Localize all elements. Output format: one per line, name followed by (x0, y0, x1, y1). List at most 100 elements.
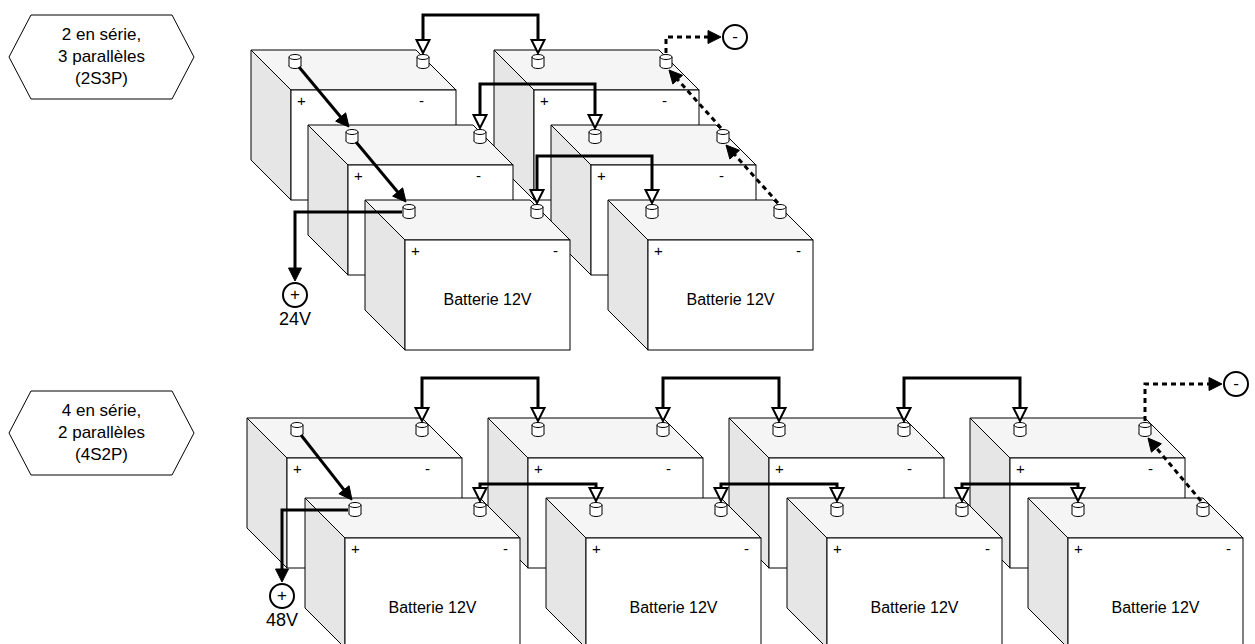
text-slot: - (1223, 371, 1249, 396)
configuration-badge: 4 en série, 2 parallèles (4S2P) (8, 390, 195, 476)
circle-outline (1224, 372, 1248, 396)
terminal-top (773, 423, 785, 428)
wire-line (1145, 384, 1211, 421)
wire-connector (657, 378, 786, 421)
text-slot: - (985, 540, 990, 557)
battery: + - Batterie 12V (545, 497, 762, 644)
text-slot: + (1016, 460, 1025, 477)
polarity-sign: + (293, 460, 302, 477)
wire-line (423, 15, 538, 41)
text-slot: + (411, 242, 420, 259)
terminal-top (1072, 503, 1084, 508)
polarity-sign: + (654, 242, 663, 259)
polarity-sign: - (907, 460, 912, 477)
circle-outline (270, 584, 294, 608)
polarity-sign: - (722, 24, 748, 49)
polarity-sign: + (592, 540, 601, 557)
wire-connector (416, 378, 545, 421)
configuration-badge: 2 en série, 3 parallèles (2S3P) (8, 14, 195, 100)
battery-top (1028, 498, 1243, 538)
arrow-head (276, 569, 289, 582)
text-slot: + (351, 540, 360, 557)
terminal-top (590, 503, 602, 508)
polarity-sign: - (476, 167, 481, 184)
wire-line (666, 37, 710, 53)
text-slot: Batterie 12V (648, 290, 813, 310)
battery-front (1068, 538, 1243, 644)
terminal-top (532, 55, 544, 60)
terminal-top (403, 205, 415, 210)
battery-label: Batterie 12V (586, 598, 761, 618)
battery-top (365, 200, 570, 240)
text-slot: + (597, 167, 606, 184)
terminal-top (1014, 423, 1026, 428)
text-slot: Batterie 12V (1068, 598, 1243, 618)
terminal-top (956, 503, 968, 508)
battery-top (970, 418, 1185, 458)
text-slot: - (666, 460, 671, 477)
text-slot: - (722, 24, 748, 49)
polarity-sign: - (719, 167, 724, 184)
polarity-sign: + (297, 92, 306, 109)
battery-top (251, 50, 456, 90)
text-slot: 48V (239, 610, 325, 631)
battery: + - Batterie 12V (607, 199, 814, 351)
polarity-sign: + (282, 282, 308, 307)
terminal-top (1197, 503, 1209, 508)
text-slot: - (907, 460, 912, 477)
text-slot: - (662, 92, 667, 109)
terminal-top (349, 503, 361, 508)
arrow-head (708, 31, 721, 44)
text-slot: + (297, 92, 306, 109)
battery-top (608, 200, 813, 240)
polarity-sign: + (1016, 460, 1025, 477)
wire-line (422, 378, 538, 409)
battery-top (729, 418, 944, 458)
text-slot: + (282, 282, 308, 307)
text-slot: Batterie 12V (345, 598, 520, 618)
terminal-node: +24V (282, 282, 308, 308)
terminal-top (531, 205, 543, 210)
text-slot: 4 en série, 2 parallèles (4S2P) (56, 400, 147, 466)
polarity-sign: - (1223, 371, 1249, 396)
battery-front (345, 538, 520, 644)
terminal-top (715, 503, 727, 508)
text-slot: - (744, 540, 749, 557)
text-slot: + (833, 540, 842, 557)
battery-shape (304, 497, 521, 644)
polarity-sign: - (744, 540, 749, 557)
battery-top (247, 418, 462, 458)
polarity-sign: + (1074, 540, 1083, 557)
text-slot: - (425, 460, 430, 477)
terminal-top (660, 55, 672, 60)
battery-front (586, 538, 761, 644)
terminal-top (589, 130, 601, 135)
battery: +-Batterie 12V (364, 199, 571, 351)
terminal-top (291, 423, 303, 428)
battery-label: Batterie 12V (1068, 598, 1243, 618)
battery-shape (1027, 497, 1244, 644)
text-slot: + (534, 460, 543, 477)
text-slot: + (592, 540, 601, 557)
polarity-sign: + (597, 167, 606, 184)
polarity-sign: - (1226, 540, 1231, 557)
polarity-sign: - (662, 92, 667, 109)
battery-label: Batterie 12V (827, 598, 1002, 618)
battery-shape (607, 199, 814, 351)
arrow-head (474, 115, 487, 128)
polarity-sign: - (425, 460, 430, 477)
polarity-sign: - (796, 242, 801, 259)
terminal-top (831, 503, 843, 508)
hexagon-outline (9, 391, 194, 475)
polarity-sign: - (553, 242, 558, 259)
battery-top (305, 498, 520, 538)
text-slot: - (1226, 540, 1231, 557)
polarity-sign: + (540, 92, 549, 109)
battery-shape (786, 497, 1003, 644)
arrow-head (1209, 378, 1222, 391)
terminal-top (717, 130, 729, 135)
terminal-top (1139, 423, 1151, 428)
configuration-label: 4 en série, 2 parallèles (4S2P) (56, 400, 147, 466)
polarity-sign: + (411, 242, 420, 259)
